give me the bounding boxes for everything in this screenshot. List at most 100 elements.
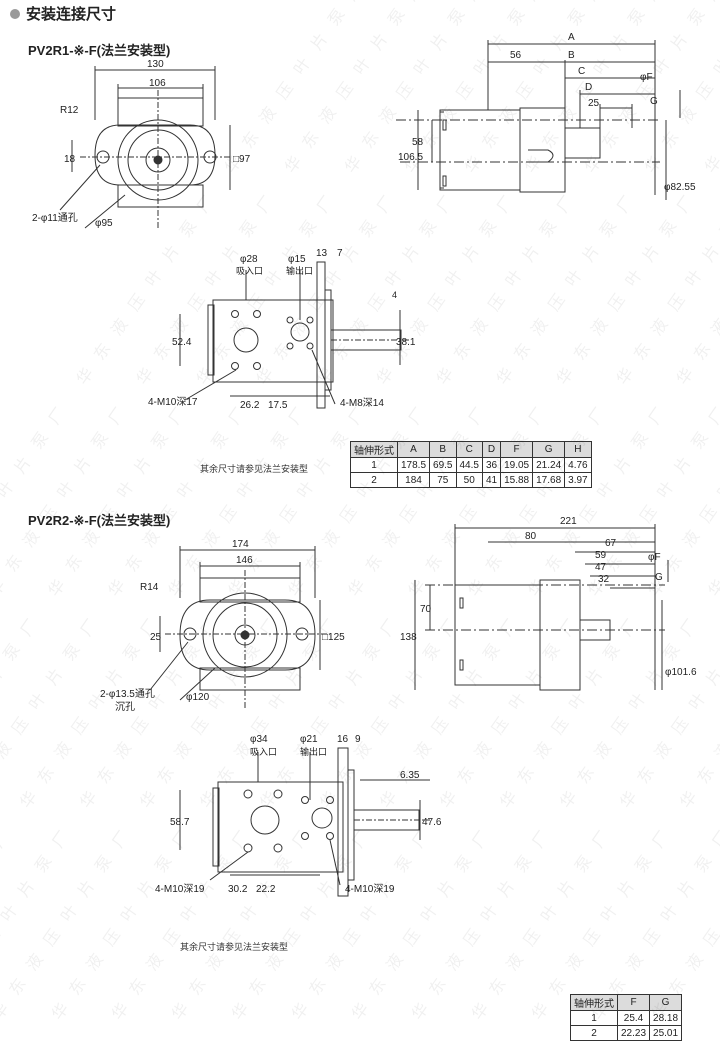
- dim-hole-2xphi13-5: 2-φ13.5通孔: [100, 688, 155, 700]
- spec1-cell: 19.05: [500, 457, 534, 473]
- pv2r1-front-view: [59, 66, 231, 230]
- pv2r2-side-view: [414, 524, 669, 691]
- dim-25: 25: [588, 98, 600, 109]
- dim-c: C: [578, 66, 585, 77]
- dim-80: 80: [525, 531, 537, 542]
- dim-138: 138: [400, 632, 417, 643]
- dim-sq97: □97: [233, 154, 251, 165]
- spec2-header-cell: G: [649, 994, 683, 1011]
- dim-9: 9: [355, 734, 361, 745]
- bullet-icon: [10, 8, 20, 19]
- spec1-cell: 178.5: [396, 457, 431, 473]
- spec2-cell: 25.01: [649, 1025, 683, 1041]
- spec1-cell: 21.24: [532, 457, 566, 473]
- spec1-cell: 69.5: [429, 457, 457, 473]
- page-title: 安装连接尺寸: [26, 5, 117, 23]
- spec1-cell: 3.97: [564, 472, 592, 488]
- spec1-cell: 75: [429, 472, 457, 488]
- spec1-cell: 4.76: [564, 457, 592, 473]
- spec1-header-cell: 轴伸形式: [350, 441, 398, 458]
- spec2-header-cell: 轴伸形式: [570, 994, 618, 1011]
- dim-47: 47: [595, 562, 607, 573]
- dim-13: 13: [316, 248, 328, 259]
- spec1-header-cell: F: [500, 441, 534, 458]
- dim-sq125: □125: [322, 632, 345, 643]
- spec1-header-cell: B: [429, 441, 457, 458]
- note-section2: 其余尺寸请参见法兰安装型: [180, 943, 289, 953]
- dim-38-1: 38.1: [396, 337, 416, 348]
- dim-4m10-b: 4-M10深19: [345, 883, 395, 895]
- dim-18: 18: [64, 154, 76, 165]
- model-title-pv2r2: PV2R2-※-F(法兰安装型): [28, 513, 171, 528]
- spec2-header-cell: F: [616, 994, 651, 1011]
- dim-4m10-a: 4-M10深19: [155, 883, 205, 895]
- dim-59: 59: [595, 550, 607, 561]
- label-outlet-s2: 输出口: [300, 746, 327, 757]
- note-section1: 其余尺寸请参见法兰安装型: [200, 465, 309, 475]
- dim-phi101-6: φ101.6: [665, 667, 697, 678]
- dim-phi120: φ120: [186, 692, 210, 703]
- spec1-cell: 184: [396, 472, 431, 488]
- dim-r14: R14: [140, 582, 159, 593]
- label-inlet: 吸入口: [236, 266, 263, 276]
- dim-26-2: 26.2: [240, 400, 260, 411]
- spec1-cell: 36: [481, 457, 502, 473]
- spec1-header-cell: C: [455, 441, 483, 458]
- dim-d: D: [585, 82, 592, 93]
- dim-g: G: [650, 96, 658, 107]
- dim-4m8: 4-M8深14: [340, 397, 384, 409]
- dim-phi-f-s2: φF: [648, 552, 661, 563]
- dim-22-2: 22.2: [256, 884, 276, 895]
- dim-4m10: 4-M10深17: [148, 396, 198, 408]
- dim-b: B: [568, 50, 575, 61]
- spec1-cell: 50: [455, 472, 483, 488]
- pv2r2-port-view: [179, 747, 430, 897]
- dim-58-7: 58.7: [170, 817, 190, 828]
- dim-221: 221: [560, 516, 577, 527]
- dim-hole-2xphi11: 2-φ11通孔: [32, 212, 78, 224]
- dim-52-4: 52.4: [172, 337, 192, 348]
- dim-phi82-55: φ82.55: [664, 182, 696, 193]
- section-header: 安装连接尺寸: [10, 3, 116, 24]
- dim-g-s2: G: [655, 572, 663, 583]
- dim-130: 130: [147, 59, 164, 70]
- dim-25-s2: 25: [150, 632, 162, 643]
- dim-phi-f: φF: [640, 72, 653, 83]
- spec1-cell: 15.88: [500, 472, 534, 488]
- dim-174: 174: [232, 539, 249, 550]
- dim-16: 16: [337, 734, 349, 745]
- pv2r1-side-view: [396, 40, 681, 200]
- dim-58: 58: [412, 137, 424, 148]
- dim-17-5: 17.5: [268, 400, 288, 411]
- spec1-header-cell: G: [532, 441, 566, 458]
- dim-106: 106: [149, 78, 166, 89]
- spec1-header-cell: A: [396, 441, 431, 458]
- dim-6-35: 6.35: [400, 770, 420, 781]
- pv2r1-port-view: [179, 261, 410, 409]
- dim-30-2: 30.2: [228, 884, 248, 895]
- spec2-cell: 1: [570, 1010, 618, 1026]
- dim-7: 7: [337, 248, 343, 259]
- label-counterbore: 沉孔: [115, 700, 135, 713]
- dim-phi28: φ28: [240, 254, 258, 265]
- dim-phi15: φ15: [288, 254, 306, 265]
- pv2r2-front-view: [149, 546, 330, 710]
- dim-67: 67: [605, 538, 617, 549]
- dim-phi21: φ21: [300, 734, 318, 745]
- label-outlet: 输出口: [286, 265, 313, 276]
- dim-phi95: φ95: [95, 218, 113, 229]
- spec1-cell: 1: [350, 457, 398, 473]
- dim-32: 32: [598, 574, 610, 585]
- dim-a: A: [568, 32, 575, 43]
- spec1-header-cell: D: [481, 441, 502, 458]
- dim-r12: R12: [60, 105, 79, 116]
- spec1-cell: 44.5: [455, 457, 483, 473]
